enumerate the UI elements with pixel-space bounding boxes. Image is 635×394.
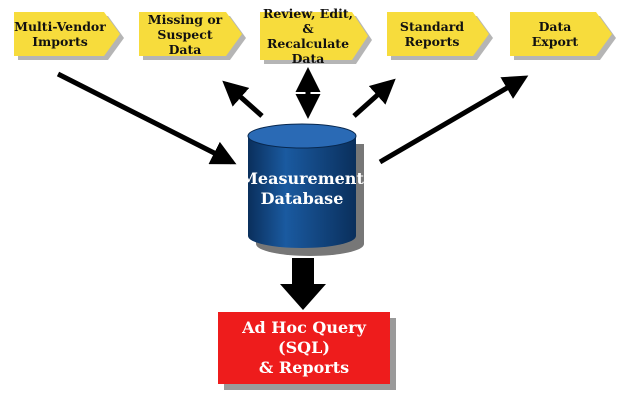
- database-label: Measurement Database: [240, 169, 364, 208]
- step-chevron-1: [14, 12, 124, 60]
- arrow-database-to-query: [280, 258, 326, 310]
- step-chevron-4: [387, 12, 493, 60]
- step-label-data-export: Data Export: [531, 19, 579, 49]
- arrow-database-to-data-export: [378, 75, 529, 165]
- arrow-database-to-standard-reports: [352, 78, 396, 118]
- arrow-imports-to-database: [56, 71, 237, 165]
- database-cylinder: [247, 123, 364, 256]
- step-chevron-5: [510, 12, 616, 60]
- step-chevron-2: [139, 12, 246, 60]
- step-label-review-edit: Review, Edit, & Recalculate Data: [263, 6, 353, 66]
- output-box: [218, 312, 396, 390]
- step-label-missing-data: Missing or Suspect Data: [147, 11, 223, 57]
- step-label-imports: Multi-Vendor Imports: [14, 19, 106, 49]
- step-chevron-3: [260, 12, 372, 64]
- output-label: Ad Hoc Query (SQL) & Reports: [242, 318, 366, 377]
- arrow-database-to-missing-data: [222, 80, 264, 118]
- step-label-standard-reports: Standard Reports: [399, 19, 465, 49]
